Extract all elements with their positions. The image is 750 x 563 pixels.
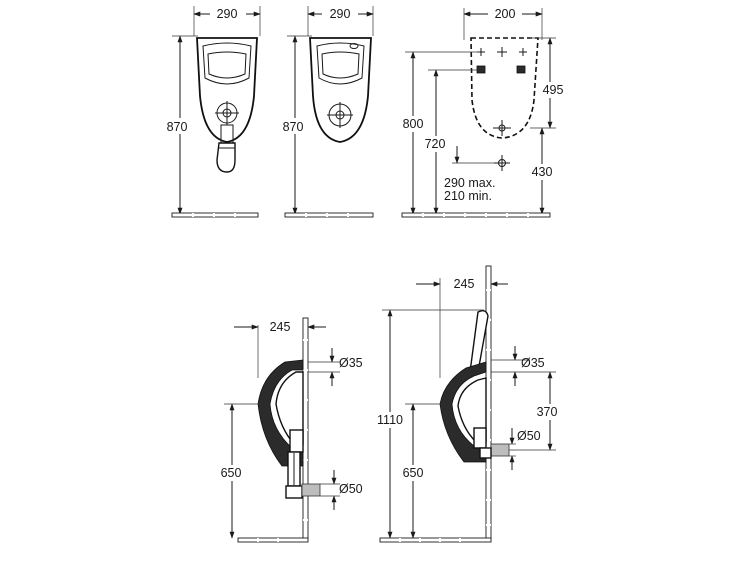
urinal-section xyxy=(257,359,304,467)
urinal-body-outline xyxy=(309,37,372,143)
install-min-note: 210 min. xyxy=(444,189,492,203)
urinal-body-outline xyxy=(196,37,258,143)
side-right-1110-label: 1110 xyxy=(377,413,403,427)
side-right-outlet-label: Ø50 xyxy=(517,429,541,443)
front-view: 290 870 xyxy=(279,5,374,218)
install-max-note: 290 max. xyxy=(444,176,495,190)
front-view-with-trap: 290 870 xyxy=(163,5,261,218)
side-right-370-label: 370 xyxy=(537,405,558,419)
wall xyxy=(485,265,492,541)
bracket-left xyxy=(476,65,486,74)
side-right-inlet-label: Ø35 xyxy=(521,356,545,370)
side-left-650-label: 650 xyxy=(221,466,242,480)
install-800-label: 800 xyxy=(403,117,424,131)
side-left-inlet-label: Ø35 xyxy=(339,356,363,370)
front-height-label: 870 xyxy=(283,120,304,134)
side-view-left: 245 650 Ø35 Ø50 xyxy=(217,317,363,543)
front-width-label: 290 xyxy=(330,7,351,21)
installation-view: 200 800 720 xyxy=(398,5,568,218)
side-right-650-label: 650 xyxy=(403,466,424,480)
trap-pipe xyxy=(285,429,321,499)
side-left-depth-label: 245 xyxy=(270,320,291,334)
floor-line xyxy=(171,212,259,218)
urinal-dashed-outline xyxy=(470,37,539,139)
front-trap-height-label: 870 xyxy=(167,120,188,134)
install-720-label: 720 xyxy=(425,137,446,151)
floor-line xyxy=(401,212,551,218)
floor-line xyxy=(379,537,492,543)
side-left-outlet-label: Ø50 xyxy=(339,482,363,496)
install-495-label: 495 xyxy=(543,83,564,97)
install-430-label: 430 xyxy=(532,165,553,179)
front-trap-width-label: 290 xyxy=(217,7,238,21)
side-view-right: 245 1110 650 Ø35 370 xyxy=(373,265,562,543)
bracket-right xyxy=(516,65,526,74)
siphon-trap xyxy=(216,124,236,173)
floor-line xyxy=(237,537,309,543)
floor-line xyxy=(284,212,374,218)
wall xyxy=(302,317,309,541)
outlet-pipe xyxy=(473,427,510,459)
side-right-depth-label: 245 xyxy=(454,277,475,291)
install-width-label: 200 xyxy=(495,7,516,21)
outlet-marker xyxy=(493,120,511,136)
drain-marker xyxy=(494,155,510,171)
fixing-point-marker xyxy=(477,47,527,57)
